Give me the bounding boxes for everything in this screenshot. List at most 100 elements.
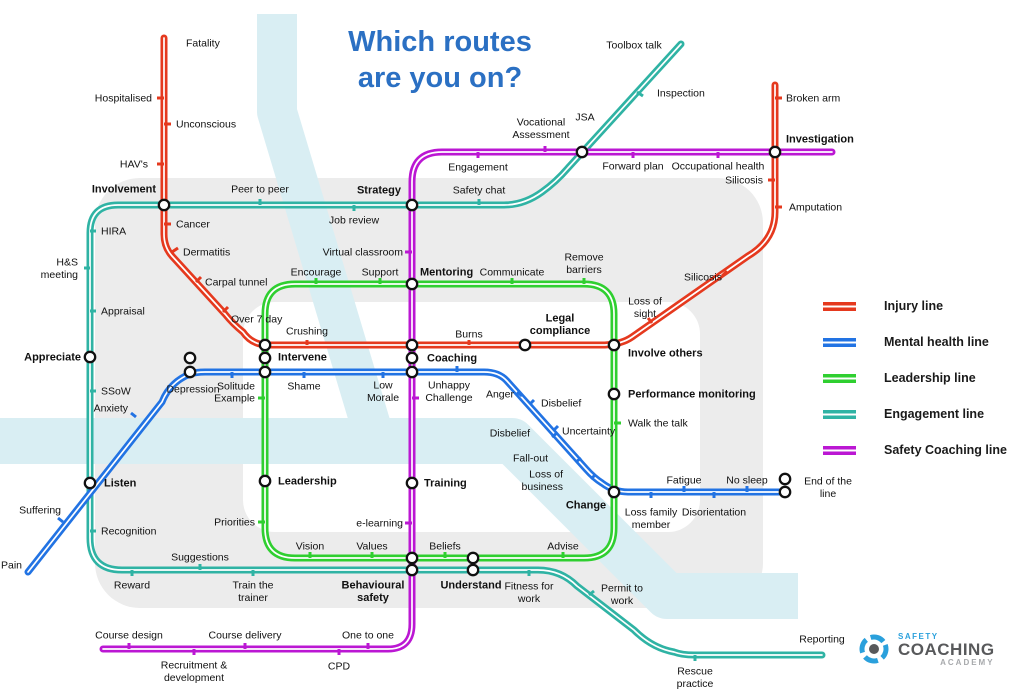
station-label: Anger [486, 389, 515, 401]
station-label: Example [214, 393, 255, 405]
interchange-circle [607, 338, 621, 352]
station-label: SSoW [101, 386, 131, 398]
station-label: Hospitalised [95, 93, 152, 105]
station-label: Burns [455, 329, 482, 341]
legend-row: Safety Coaching line [823, 432, 1023, 468]
interchange-circle [466, 563, 480, 577]
station-tick [589, 473, 597, 481]
legend-row: Injury line [823, 288, 1023, 324]
interchange-circle [405, 365, 419, 379]
logo-text: SAFETY COACHING ACADEMY [898, 632, 995, 667]
interchange-circle [83, 476, 97, 490]
station-label: CPD [328, 661, 351, 673]
legend-label: Mental health line [884, 335, 989, 349]
interchange-circle [607, 387, 621, 401]
station-label: Disbelief [541, 398, 581, 410]
interchange-circle [405, 551, 419, 565]
interchange-circle [518, 338, 532, 352]
station-label: Intervene [278, 352, 327, 364]
station-tick [221, 305, 230, 314]
station-label: Involve others [628, 348, 703, 360]
station-label: Uncertainty [562, 426, 616, 438]
station-label: Reporting [799, 634, 845, 646]
interchange-circle [258, 365, 272, 379]
interchange-circle [575, 145, 589, 159]
station-label: Values [356, 541, 387, 553]
station-label: Broken arm [786, 93, 841, 105]
logo-academy-label: ACADEMY [940, 657, 995, 667]
interchange-circle [607, 485, 621, 499]
coaching-academy-icon [859, 634, 889, 664]
line-injury-stripe [163, 37, 776, 346]
interchange-circle [405, 198, 419, 212]
river [0, 418, 798, 619]
station-label: Performance monitoring [628, 389, 756, 401]
station-label: Advise [547, 541, 579, 553]
station-label: Crushing [286, 326, 328, 338]
interchange-circle [83, 350, 97, 364]
legend-label: Engagement line [884, 407, 985, 421]
station-label: Cancer [176, 219, 210, 231]
line-mental-stripe [27, 371, 786, 573]
legend-swatch-injury-line [823, 301, 856, 311]
station-label: Over 7 day [231, 314, 283, 326]
legend-swatch-mental-health-line [823, 337, 856, 347]
station-label: Support [362, 267, 399, 279]
station-label: Vision [296, 541, 325, 553]
legend-row: Mental health line [823, 324, 1023, 360]
interchange-circle [258, 338, 272, 352]
interchange-circle [405, 351, 419, 365]
station-label: Fall-out [513, 453, 548, 465]
line-engagement-stripe [89, 43, 823, 656]
station-label: Appreciate [24, 352, 81, 364]
line-leadership-stripe [264, 283, 615, 559]
station-label: Reward [114, 580, 150, 592]
company-logo: SAFETY COACHING ACADEMY [855, 629, 995, 669]
interchange-circle [405, 277, 419, 291]
interchange-circle [405, 338, 419, 352]
station-label: JSA [575, 112, 594, 124]
station-label: Course delivery [209, 630, 283, 642]
station-label: Pain [1, 560, 22, 572]
station-label: Disorientation [682, 507, 746, 519]
station-label: Unconscious [176, 119, 236, 131]
station-label: Encourage [291, 267, 342, 279]
station-label: Inspection [657, 88, 705, 100]
station-label: Fatality [186, 38, 221, 50]
line-coaching-stripe [102, 151, 833, 650]
station-tick [57, 516, 64, 524]
interchange-circle [778, 485, 792, 499]
station-label: Dermatitis [183, 247, 230, 259]
station-label: Peer to peer [231, 184, 289, 196]
station-label: Suggestions [171, 552, 229, 564]
station-label: Recruitment &development [161, 660, 228, 685]
page-title: Which routes are you on? [300, 24, 580, 96]
station-tick [194, 275, 203, 284]
legend-row: Engagement line [823, 396, 1023, 432]
station-label: Forward plan [602, 161, 663, 173]
station-label: Amputation [789, 202, 842, 214]
station-tick [528, 398, 536, 406]
station-label: Depression [166, 384, 219, 396]
logo-dot [869, 644, 879, 654]
station-label: Course design [95, 630, 163, 642]
station-tick [551, 431, 558, 439]
station-tick [130, 411, 137, 419]
station-tick [171, 246, 179, 254]
station-label: Job review [329, 215, 380, 227]
station-label: Strategy [357, 185, 402, 197]
station-tick [636, 90, 644, 98]
station-label: Silicosis [684, 272, 722, 284]
interchange-circle [405, 563, 419, 577]
station-label: Toolbox talk [606, 40, 662, 52]
